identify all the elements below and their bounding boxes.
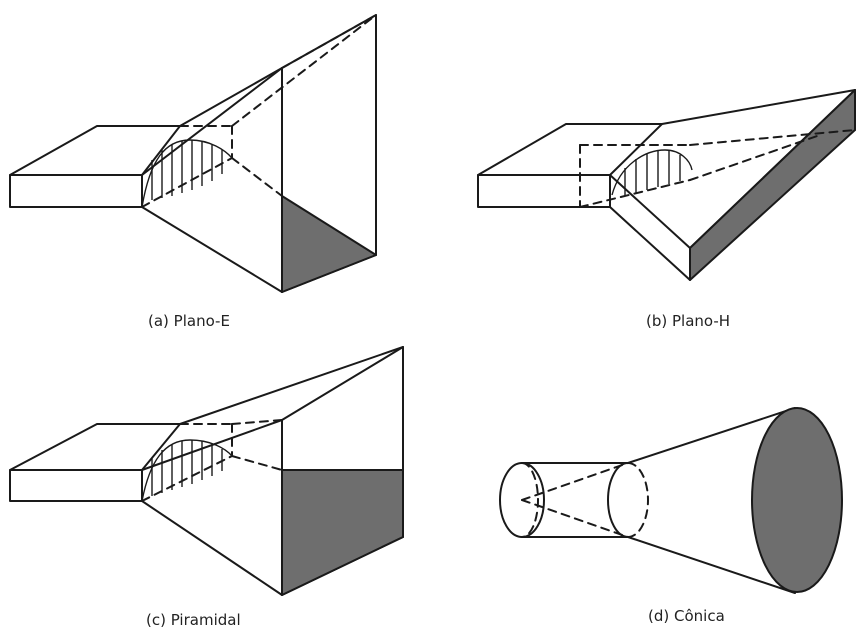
aperture-face [281,195,377,293]
caption-pyramidal: (c) Piramidal [146,611,241,629]
waveguide-front-face [9,469,143,502]
conical-horn [499,407,843,594]
e-plane-horn [9,14,377,293]
field-arrows [624,151,681,196]
waveguide-front-face [477,174,611,208]
h-plane-horn [477,89,856,281]
field-distribution-curve [611,149,693,196]
field-distribution-curve [141,139,233,208]
aperture-face [281,469,404,596]
pyramidal-horn [9,346,404,596]
aperture-face [689,89,856,281]
field-arrows [151,140,223,200]
caption-e-plane: (a) Plano-E [148,312,230,330]
field-arrows [151,440,223,496]
caption-conical: (d) Cônica [648,607,725,625]
aperture-face [751,407,843,593]
waveguide-top-face [477,123,663,176]
caption-h-plane: (b) Plano-H [646,312,731,330]
waveguide-top-face [9,125,181,176]
waveguide-front-face [9,174,143,208]
field-distribution-curve [141,439,233,502]
